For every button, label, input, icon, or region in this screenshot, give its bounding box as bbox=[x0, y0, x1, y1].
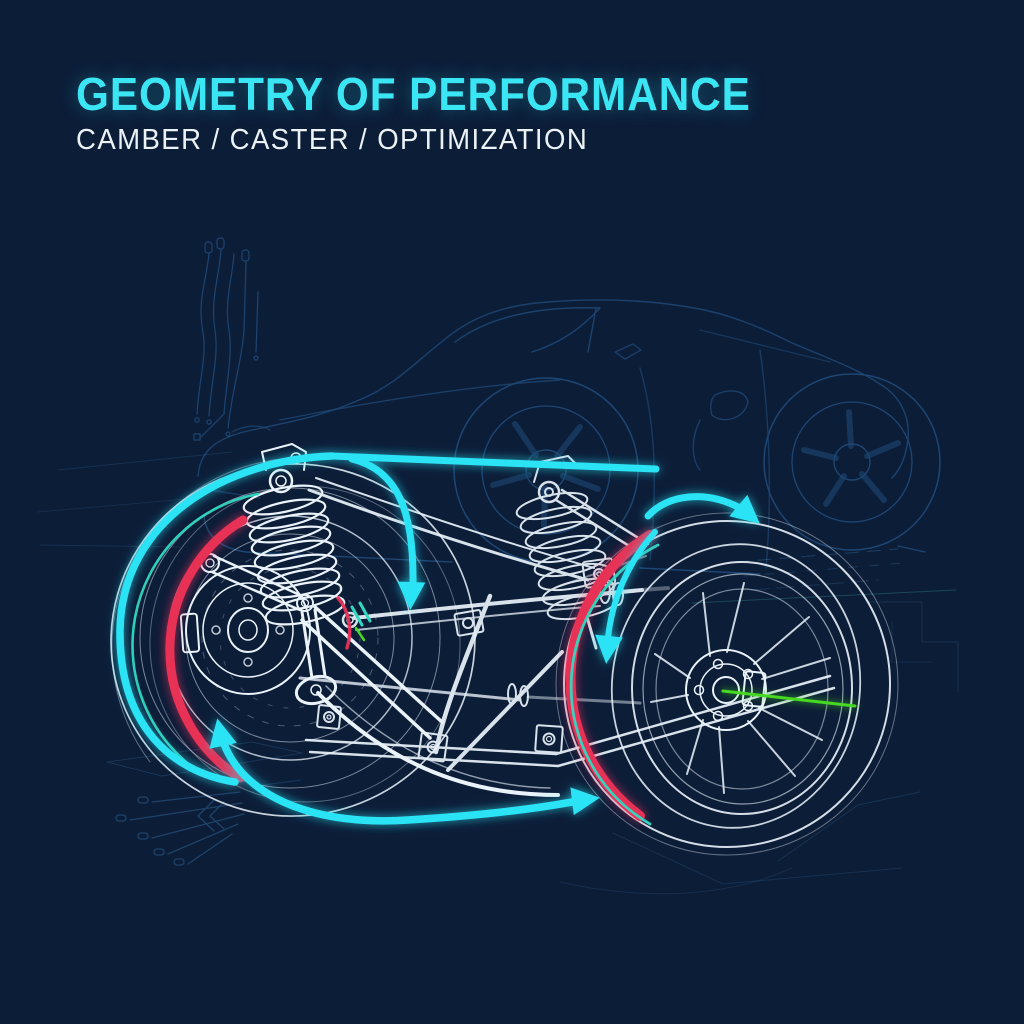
silhouette-rear-wheel bbox=[763, 373, 941, 551]
car-silhouette bbox=[197, 299, 941, 575]
toe-sweep-arrowhead-right bbox=[570, 783, 602, 816]
right-wheel-rotation-arrow-shaft bbox=[644, 493, 744, 520]
right-wheel bbox=[555, 512, 899, 856]
camber-line-end-dot bbox=[658, 464, 671, 477]
left-lower-members bbox=[300, 604, 560, 797]
circuit-traces-top-left bbox=[193, 237, 259, 441]
background-tech-marks bbox=[37, 451, 959, 895]
toe-link-mini-marks bbox=[336, 596, 372, 650]
left-hub-rotor bbox=[179, 565, 311, 695]
right-wheel-rotation-arrowhead bbox=[729, 494, 769, 535]
right-strut bbox=[515, 455, 650, 650]
right-wheel-spokes bbox=[650, 582, 831, 794]
caster-drop-arrow-shaft bbox=[348, 455, 417, 588]
subframe-and-rods bbox=[298, 455, 836, 772]
tire-contact-arcs bbox=[131, 492, 660, 826]
right-wheel-hub bbox=[685, 649, 767, 731]
left-tire-teal-arc bbox=[131, 492, 260, 778]
toe-sweep-arrow-shaft bbox=[220, 740, 576, 825]
toe-sweep-arrowhead-left bbox=[203, 715, 237, 749]
right-tire-teal-arc bbox=[569, 543, 660, 826]
axis-and-markers bbox=[721, 689, 857, 708]
camber-reference-line bbox=[328, 452, 660, 473]
caster-drop-arrowhead bbox=[396, 581, 426, 611]
cyan-annotations bbox=[116, 452, 769, 825]
left-wheel-rotation-arc bbox=[116, 452, 336, 786]
axle-axis-line bbox=[721, 689, 857, 708]
right-wheel-camber-arrowhead bbox=[592, 634, 623, 666]
circuit-traces-bottom-left bbox=[115, 779, 301, 866]
left-tire-red-contact-arc bbox=[165, 515, 248, 783]
right-wheel-camber-arrow-shaft bbox=[605, 529, 658, 641]
